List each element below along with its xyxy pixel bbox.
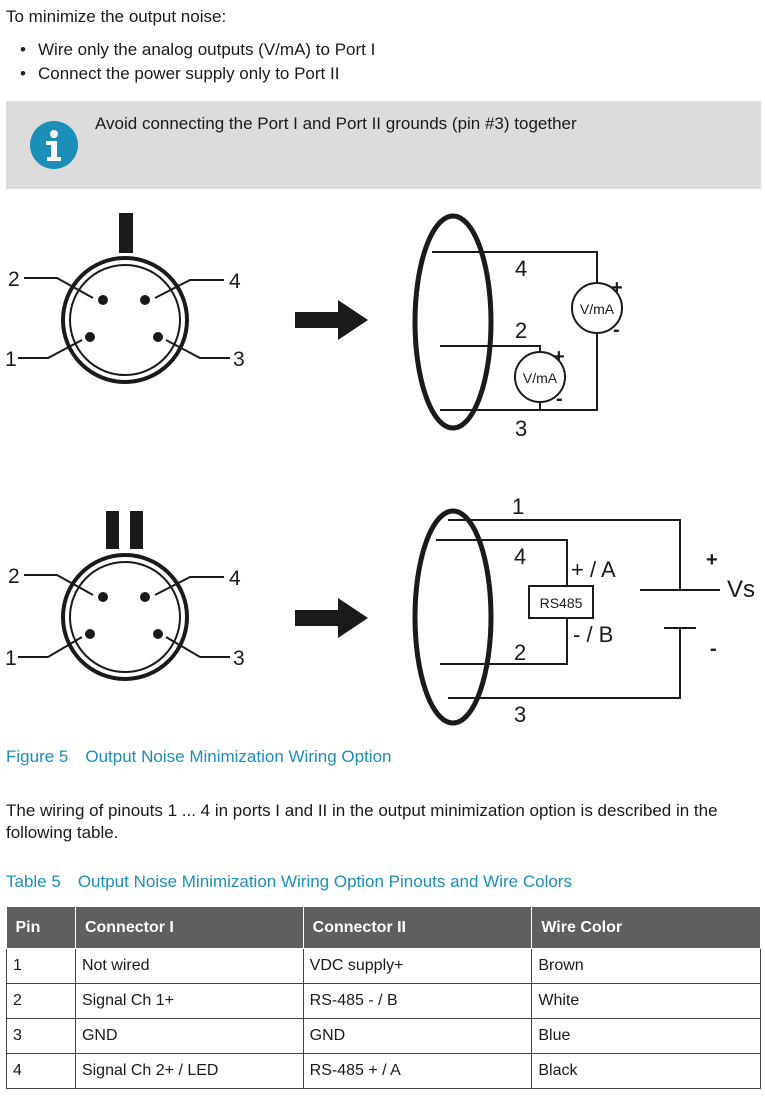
- pin-label: 3: [233, 647, 245, 670]
- figure-number: Figure 5: [6, 747, 69, 766]
- cell-pin: 1: [6, 948, 76, 984]
- port-ii-connector: [18, 511, 230, 681]
- pinout-table: Pin Connector I Connector II Wire Color …: [6, 907, 761, 1089]
- bullet-list: Wire only the analog outputs (V/mA) to P…: [20, 40, 375, 88]
- minus-label: -: [613, 319, 620, 341]
- description-paragraph: The wiring of pinouts 1 ... 4 in ports I…: [6, 801, 718, 842]
- wire-label: 1: [512, 494, 524, 519]
- figure-caption: Figure 5 Output Noise Minimization Wiring…: [6, 747, 392, 767]
- a-label: + / A: [571, 557, 616, 582]
- info-icon: [30, 121, 78, 169]
- table-row: 2 Signal Ch 1+ RS-485 - / B White: [6, 983, 761, 1019]
- pin-dot: [85, 629, 95, 639]
- pin-dot: [153, 629, 163, 639]
- port-ii-wiring: [412, 508, 720, 726]
- meter-symbol: [571, 282, 623, 334]
- note-text: Avoid connecting the Port I and Port II …: [95, 114, 577, 133]
- cell-connector-ii: VDC supply+: [302, 948, 533, 984]
- cell-connector-i: Signal Ch 2+ / LED: [74, 1053, 304, 1089]
- header-connector-ii: Connector II: [302, 907, 533, 949]
- port-i-symbol: [119, 213, 133, 253]
- table-number: Table 5: [6, 872, 61, 891]
- table-header-row: Pin Connector I Connector II Wire Color: [6, 907, 761, 949]
- cell-connector-ii: RS-485 - / B: [302, 983, 533, 1019]
- minus-label: -: [556, 388, 563, 410]
- arrow-icon: [295, 598, 368, 638]
- pin-dot: [140, 295, 150, 305]
- port-i-wiring: [412, 213, 623, 431]
- wiring-diagram: 2 4 1 3 4 2 3 V/mA V/mA + - + - 2 4 1 3 …: [5, 213, 755, 727]
- cell-pin: 3: [6, 1018, 76, 1054]
- port-i-connector: [18, 213, 230, 384]
- table-row: 4 Signal Ch 2+ / LED RS-485 + / A Black: [6, 1053, 761, 1089]
- bullet-item: Wire only the analog outputs (V/mA) to P…: [20, 40, 375, 60]
- header-wire-color: Wire Color: [531, 907, 761, 949]
- pin-dot: [153, 332, 163, 342]
- pin-dot: [98, 295, 108, 305]
- cell-wire-color: Brown: [531, 948, 761, 984]
- pin-label: 2: [8, 268, 20, 291]
- cell-connector-i: Signal Ch 1+: [74, 983, 304, 1019]
- plus-label: +: [706, 549, 718, 571]
- wire-label: 2: [514, 640, 526, 665]
- b-label: - / B: [573, 622, 613, 647]
- wire-label: 4: [514, 544, 526, 569]
- plus-label: +: [611, 277, 623, 299]
- cell-connector-ii: GND: [302, 1018, 533, 1054]
- cell-wire-color: Black: [531, 1053, 761, 1089]
- pin-label: 2: [8, 565, 20, 588]
- cell-wire-color: Blue: [531, 1018, 761, 1054]
- info-note: Avoid connecting the Port I and Port II …: [6, 101, 761, 189]
- vs-label: Vs: [727, 576, 755, 603]
- header-connector-i: Connector I: [74, 907, 304, 949]
- pin-dot: [98, 592, 108, 602]
- table-caption: Table 5 Output Noise Minimization Wiring …: [6, 872, 572, 892]
- cell-pin: 4: [6, 1053, 76, 1089]
- cell-connector-i: GND: [74, 1018, 304, 1054]
- pin-dot: [85, 332, 95, 342]
- meter-label: V/mA: [580, 301, 615, 317]
- pin-label: 3: [233, 348, 245, 371]
- table-title: Output Noise Minimization Wiring Option …: [77, 872, 572, 891]
- pin-label: 4: [229, 270, 241, 293]
- port-ii-symbol: [106, 511, 119, 549]
- rs485-box: [528, 585, 594, 619]
- pin-label: 1: [5, 647, 17, 670]
- pin-label: 1: [5, 348, 17, 371]
- plus-label: +: [553, 346, 565, 368]
- cell-connector-ii: RS-485 + / A: [302, 1053, 533, 1089]
- bullet-item: Connect the power supply only to Port II: [20, 64, 375, 84]
- pin-label: 4: [229, 567, 241, 590]
- pin-dot: [140, 592, 150, 602]
- arrow-icon: [295, 300, 368, 340]
- cell-wire-color: White: [531, 983, 761, 1019]
- cell-pin: 2: [6, 983, 76, 1019]
- table-row: 1 Not wired VDC supply+ Brown: [6, 948, 761, 984]
- wire-label: 2: [515, 318, 527, 343]
- cell-connector-i: Not wired: [74, 948, 304, 984]
- figure-title: Output Noise Minimization Wiring Option: [85, 747, 392, 766]
- wire-label: 3: [514, 702, 526, 727]
- wire-label: 3: [515, 416, 527, 441]
- intro-text: To minimize the output noise:: [6, 7, 227, 26]
- table-row: 3 GND GND Blue: [6, 1018, 761, 1054]
- header-pin: Pin: [6, 907, 76, 949]
- minus-label: -: [710, 638, 717, 660]
- rs485-label: RS485: [540, 595, 583, 611]
- wire-label: 4: [515, 256, 527, 281]
- meter-label: V/mA: [523, 370, 558, 386]
